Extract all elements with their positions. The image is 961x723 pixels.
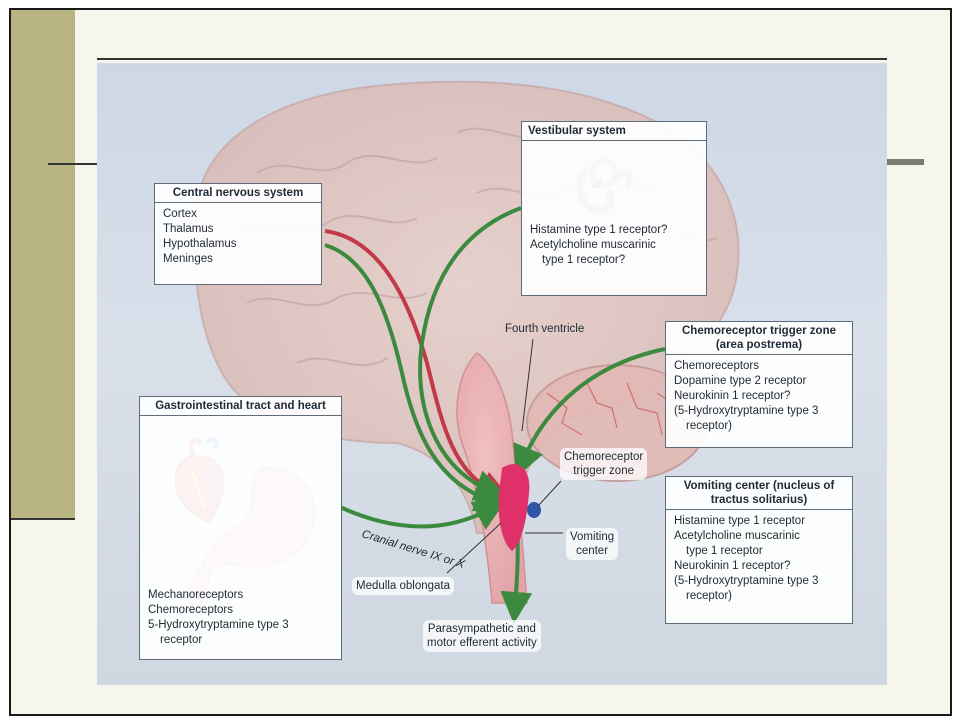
vc-item: receptor): [674, 589, 844, 604]
vc-box-subtitle: tractus solitarius): [672, 493, 846, 507]
ctz-item: (5-Hydroxytryptamine type 3: [674, 404, 844, 419]
vc-box: Vomiting center (nucleus of tractus soli…: [665, 476, 853, 624]
vc-item: (5-Hydroxytryptamine type 3: [674, 574, 844, 589]
ctz-box-title: Chemoreceptor trigger zone: [672, 324, 846, 338]
fourth-ventricle-label: Fourth ventricle: [505, 322, 584, 336]
left-rule: [48, 163, 100, 165]
gi-box: Gastrointestinal tract and heart Mechano…: [139, 396, 342, 660]
efferent-label-line1: Parasympathetic and: [427, 622, 537, 636]
cns-box-title: Central nervous system: [155, 184, 321, 203]
ctz-item: Chemoreceptors: [674, 359, 844, 374]
vc-item: type 1 receptor: [674, 544, 844, 559]
efferent-label: Parasympathetic and motor efferent activ…: [423, 620, 541, 652]
efferent-label-line2: motor efferent activity: [427, 636, 537, 650]
gi-pathway: [340, 507, 492, 527]
cns-item: Thalamus: [163, 222, 313, 237]
vestibular-item: type 1 receptor?: [530, 253, 698, 268]
vc-item: Acetylcholine muscarinic: [674, 529, 844, 544]
vestibular-item: Acetylcholine muscarinic: [530, 238, 698, 253]
vc-box-title: Vomiting center (nucleus of: [672, 479, 846, 493]
vomiting-center-label: Vomiting center: [566, 528, 618, 560]
top-rule: [97, 58, 887, 60]
vestibular-box-title: Vestibular system: [522, 122, 706, 141]
olive-accent-block: [11, 10, 75, 518]
ctz-item: receptor): [674, 419, 844, 434]
cns-item: Hypothalamus: [163, 237, 313, 252]
vc-item: Neurokinin 1 receptor?: [674, 559, 844, 574]
ctz-box: Chemoreceptor trigger zone (area postrem…: [665, 321, 853, 448]
ctz-box-subtitle: (area postrema): [672, 338, 846, 352]
vc-item: Histamine type 1 receptor: [674, 514, 844, 529]
right-rule: [886, 159, 924, 165]
ctz-label-line1: Chemoreceptor: [564, 450, 643, 464]
gi-item: Chemoreceptors: [148, 603, 333, 618]
vomiting-center-label-line2: center: [570, 544, 614, 558]
gi-box-title: Gastrointestinal tract and heart: [140, 397, 341, 416]
cns-box: Central nervous system Cortex Thalamus H…: [154, 183, 322, 285]
bottom-left-rule: [11, 518, 75, 520]
vomiting-center-label-line1: Vomiting: [570, 530, 614, 544]
ctz-item: Neurokinin 1 receptor?: [674, 389, 844, 404]
gi-item: Mechanoreceptors: [148, 588, 333, 603]
gi-item: 5-Hydroxytryptamine type 3: [148, 618, 333, 633]
gi-item: receptor: [148, 633, 333, 648]
vestibular-box: Vestibular system Histamine type 1 recep…: [521, 121, 707, 296]
vestibular-item: Histamine type 1 receptor?: [530, 223, 698, 238]
cns-item: Cortex: [163, 207, 313, 222]
cns-item: Meninges: [163, 252, 313, 267]
ctz-label-line2: trigger zone: [564, 464, 643, 478]
medulla-label: Medulla oblongata: [352, 577, 454, 595]
ctz-item: Dopamine type 2 receptor: [674, 374, 844, 389]
ctz-label: Chemoreceptor trigger zone: [560, 448, 647, 480]
